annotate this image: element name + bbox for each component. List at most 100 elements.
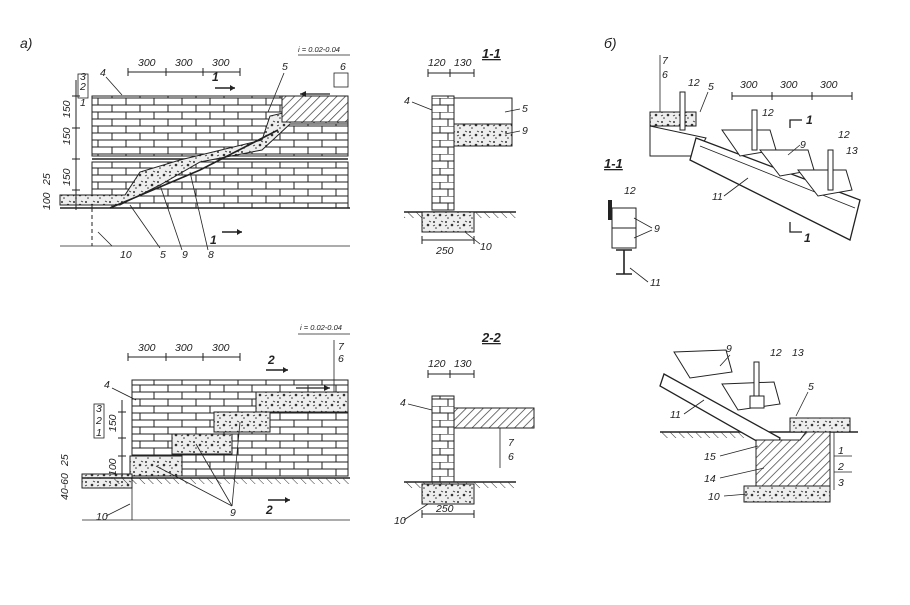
- wall-section-b: [431, 395, 455, 483]
- step-5-section: [453, 97, 513, 125]
- dim-300-2: 300: [175, 57, 193, 69]
- footing-c: [743, 485, 831, 503]
- lbl-9-c: 9: [230, 507, 236, 519]
- slab-section-b: [453, 407, 535, 429]
- lbl-6-s2: 6: [508, 451, 514, 463]
- dim-130-b: 130: [454, 358, 472, 370]
- dim-300-c2: 300: [175, 342, 193, 354]
- lbl-1-a: 1: [80, 97, 86, 109]
- lbl-7-s2: 7: [508, 437, 515, 449]
- lbl-11-b: 11: [712, 191, 723, 203]
- footing-b: [421, 483, 475, 505]
- lbl-5-a2: 5: [160, 249, 166, 261]
- footing-a: [421, 211, 475, 233]
- lbl-12-b3: 12: [838, 129, 850, 141]
- lbl-6-a: 6: [340, 61, 346, 73]
- section-2-2: 2-2 120 130 7 6 250 4 10: [394, 330, 535, 527]
- lbl-9-s1: 9: [522, 125, 528, 137]
- dim-130-a: 130: [454, 57, 472, 69]
- dim-120-a: 120: [428, 57, 446, 69]
- block-top: [255, 391, 349, 413]
- wall-section-a: [431, 95, 455, 211]
- lbl-2-a: 2: [79, 81, 86, 93]
- block-3: [213, 411, 271, 433]
- lbl-12-b2: 12: [762, 107, 774, 119]
- panel-b-top: б) 300 300 300 1 1 7 6 12 5: [604, 35, 861, 245]
- block-2: [171, 433, 233, 455]
- lbl-10-s1: 10: [480, 241, 492, 253]
- dim-40-60-c: 40-60: [59, 473, 71, 500]
- dim-100-v: 100: [41, 192, 53, 210]
- lbl-5-s1: 5: [522, 103, 528, 115]
- brick-wall-lower: [91, 161, 349, 209]
- lbl-4-a: 4: [100, 67, 106, 79]
- lbl-4-s1: 4: [404, 95, 410, 107]
- elevation-1: 300 300 300 i = 0.02-0.04 1 1 150 150 15…: [41, 45, 350, 261]
- dim-100-c: 100: [107, 458, 119, 476]
- section-2-2-title: 2-2: [481, 330, 502, 345]
- lbl-4-s2: 4: [400, 397, 406, 409]
- dim-300-3: 300: [212, 57, 230, 69]
- panel-b-bottom: 1 2 3 9 12 13 5 11 15 14 10: [659, 343, 858, 503]
- panel-a-label: а): [20, 35, 32, 51]
- lbl-6-c: 6: [338, 353, 344, 365]
- support-block: [755, 431, 831, 487]
- section-1-1-b-title: 1-1: [604, 156, 623, 171]
- lbl-14-d: 14: [704, 473, 716, 485]
- dim-150-v2: 150: [61, 100, 73, 118]
- dim-300-b3: 300: [820, 79, 838, 91]
- lbl-10-s2: 10: [394, 515, 406, 527]
- cut-mark-1-top: 1: [212, 70, 219, 84]
- lbl-12-b1: 12: [688, 77, 700, 89]
- section-1-1-title: 1-1: [482, 46, 501, 61]
- dim-300-b2: 300: [780, 79, 798, 91]
- cut-mark-1-bottom: 1: [210, 233, 217, 247]
- tread-b1: [673, 349, 733, 379]
- cut-mark-2-top: 2: [267, 353, 275, 367]
- section-1-1-a: 1-1 120 130 250 4 5 9 10: [404, 46, 528, 257]
- lbl-2-c: 2: [95, 415, 102, 427]
- lbl-3-a: 3: [80, 71, 86, 83]
- dim-300-c3: 300: [212, 342, 230, 354]
- lbl-9-d: 9: [726, 343, 732, 355]
- lbl-9-b: 9: [800, 139, 806, 151]
- dim-250-b: 250: [435, 503, 454, 515]
- lbl-15-d: 15: [704, 451, 716, 463]
- dim-120-b: 120: [428, 358, 446, 370]
- dim-25-v: 25: [41, 173, 53, 186]
- lbl-3-d: 3: [838, 477, 844, 489]
- lbl-12-s1b: 12: [624, 185, 636, 197]
- lbl-7-c: 7: [338, 341, 345, 353]
- landing-slab: [281, 95, 349, 123]
- step-9-section: [453, 123, 513, 147]
- landing-slab-b: [789, 417, 851, 433]
- lbl-4-c: 4: [104, 379, 110, 391]
- lbl-13-d: 13: [792, 347, 804, 359]
- cut-mark-b-top: 1: [806, 113, 813, 127]
- dim-150-v3: 150: [61, 168, 73, 186]
- lbl-9-s1b: 9: [654, 223, 660, 235]
- lbl-10-a: 10: [120, 249, 132, 261]
- cut-mark-b-bottom: 1: [804, 231, 811, 245]
- lbl-11-s1b: 11: [650, 277, 661, 289]
- lbl-3-c: 3: [96, 403, 102, 415]
- lbl-5-d: 5: [808, 381, 814, 393]
- dim-300-1: 300: [138, 57, 156, 69]
- lbl-9-a: 9: [182, 249, 188, 261]
- elevation-2: 300 300 300 i = 0.02-0.04 2 2 7 6 150 10…: [59, 323, 350, 523]
- lbl-6-b: 6: [662, 69, 668, 81]
- lbl-5-a: 5: [282, 61, 288, 73]
- dim-150-c: 150: [107, 414, 119, 432]
- dim-150-v1: 150: [61, 127, 73, 145]
- lbl-5-b: 5: [708, 81, 714, 93]
- panel-b-label: б): [604, 35, 617, 51]
- lbl-13-b: 13: [846, 145, 858, 157]
- section-1-1-b: 1-1 12 9 11: [604, 156, 661, 289]
- slope-label-2: i = 0.02-0.04: [300, 323, 342, 332]
- lbl-10-d: 10: [708, 491, 720, 503]
- lbl-11-d: 11: [670, 409, 681, 421]
- dim-250-a: 250: [435, 245, 454, 257]
- lbl-12-d: 12: [770, 347, 782, 359]
- lbl-8-a: 8: [208, 249, 214, 261]
